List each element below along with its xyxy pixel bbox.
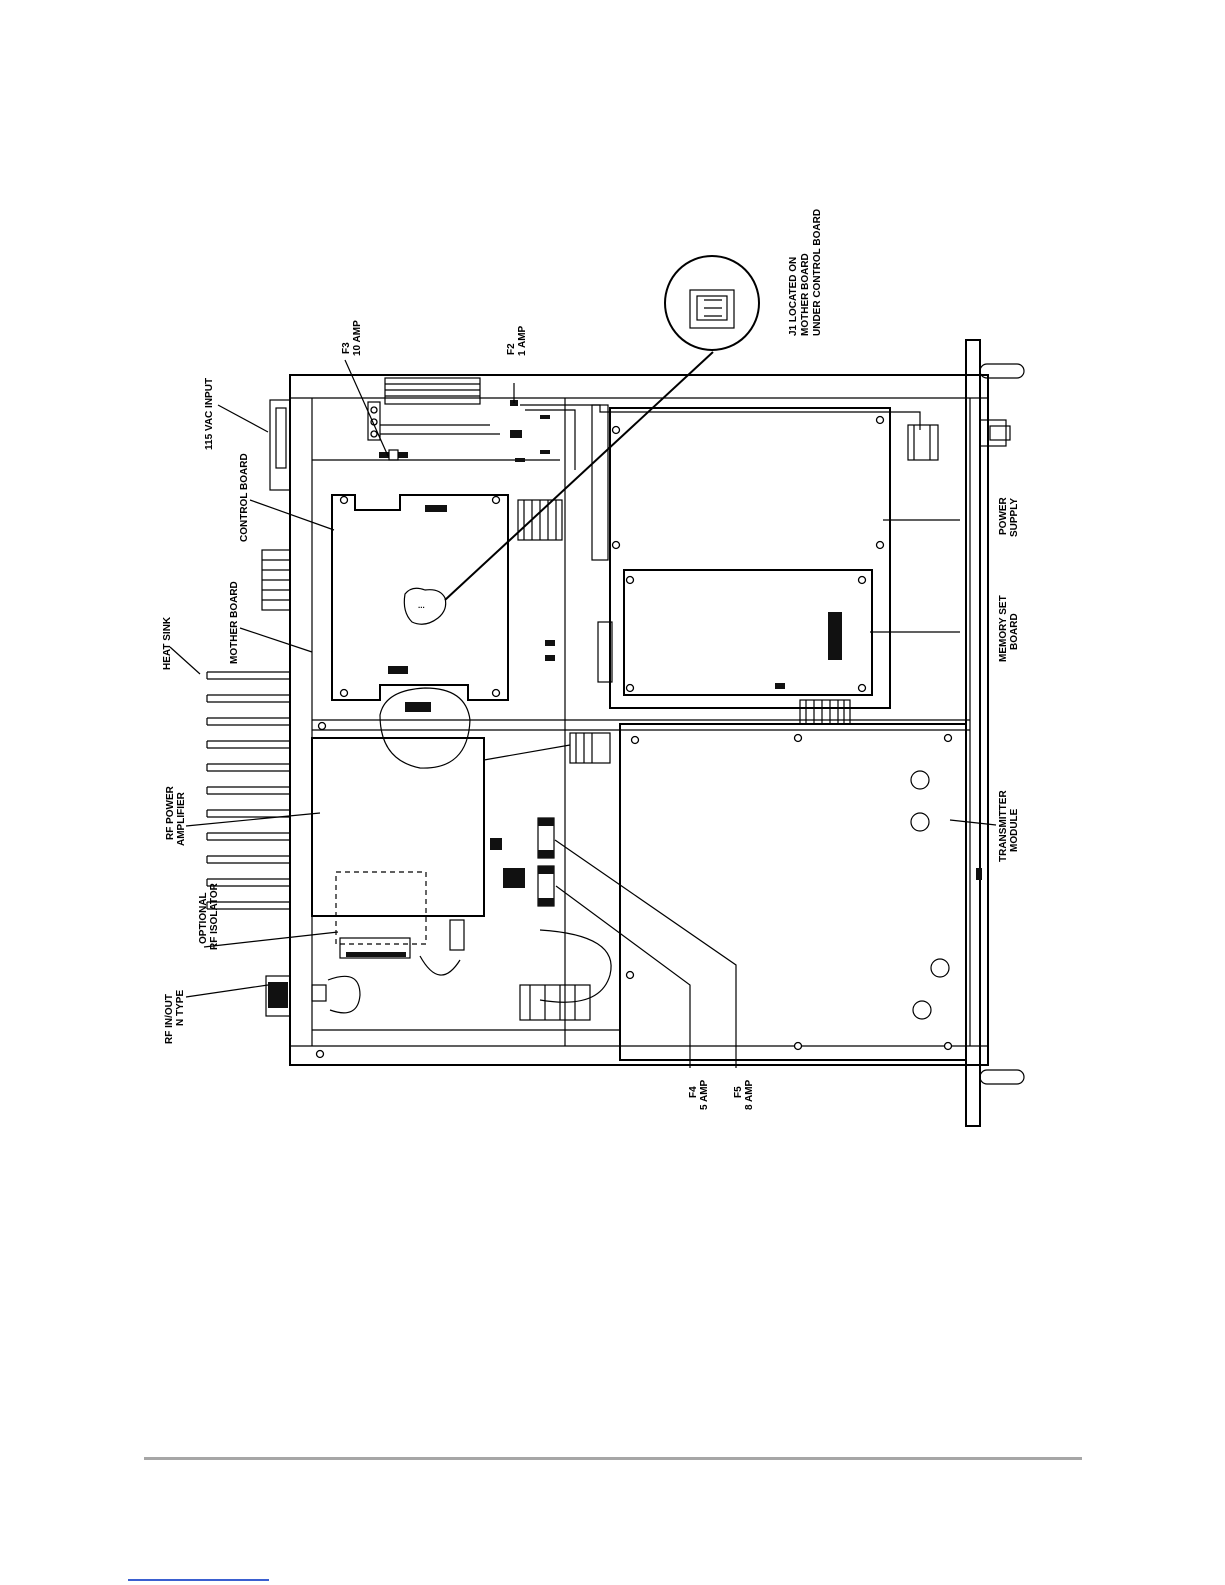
transmitter-module <box>620 724 982 1060</box>
label-f5-name: F5 <box>733 1086 744 1098</box>
label-f2-name: F2 <box>506 343 517 355</box>
bottom-link-underline <box>128 1579 269 1581</box>
label-f2-rating: 1 AMP <box>517 325 528 356</box>
rf-connector-area <box>266 920 611 1020</box>
label-f4-rating: 5 AMP <box>699 1079 710 1110</box>
label-rf-power-line1: RF POWER <box>165 785 176 840</box>
label-mother-board: MOTHER BOARD <box>229 581 240 664</box>
label-f3-rating: 10 AMP <box>352 320 363 356</box>
footer-divider <box>144 1457 1082 1460</box>
label-115-vac-input: 115 VAC INPUT <box>204 378 215 450</box>
label-transmitter-line1: TRANSMITTER <box>998 790 1009 862</box>
label-f4-name: F4 <box>688 1086 699 1098</box>
label-j1-line3: UNDER CONTROL BOARD <box>812 209 823 336</box>
power-supply <box>592 405 938 708</box>
label-f3-name: F3 <box>341 342 352 354</box>
fuse-cluster <box>538 818 554 906</box>
label-power-line2: SUPPLY <box>1009 498 1020 537</box>
label-control-board: CONTROL BOARD <box>239 453 250 542</box>
leader-lines <box>170 360 996 1068</box>
label-transmitter-line2: MODULE <box>1009 808 1020 852</box>
label-j1-line1: J1 LOCATED ON <box>788 257 799 336</box>
label-f5-rating: 8 AMP <box>744 1079 755 1110</box>
memory-set-board <box>545 570 872 695</box>
label-memory-line2: BOARD <box>1009 613 1020 650</box>
svg-text:...: ... <box>418 601 425 610</box>
label-memory-line1: MEMORY SET <box>998 595 1009 662</box>
j1-callout <box>445 256 759 600</box>
label-optional-line2: RF ISOLATOR <box>209 882 220 950</box>
input-terminal-area <box>262 378 920 610</box>
label-heat-sink: HEAT SINK <box>162 616 173 670</box>
label-rf-inout-line2: N TYPE <box>175 990 186 1026</box>
front-panel <box>966 340 1024 1126</box>
label-rf-power-line2: AMPLIFIER <box>176 791 187 846</box>
label-j1-line2: MOTHER BOARD <box>800 253 811 336</box>
label-rf-inout-line1: RF IN/OUT <box>164 994 175 1044</box>
label-power-line1: POWER <box>998 496 1009 535</box>
heat-sink <box>207 665 290 920</box>
label-optional-line1: OPTIONAL <box>198 892 209 944</box>
